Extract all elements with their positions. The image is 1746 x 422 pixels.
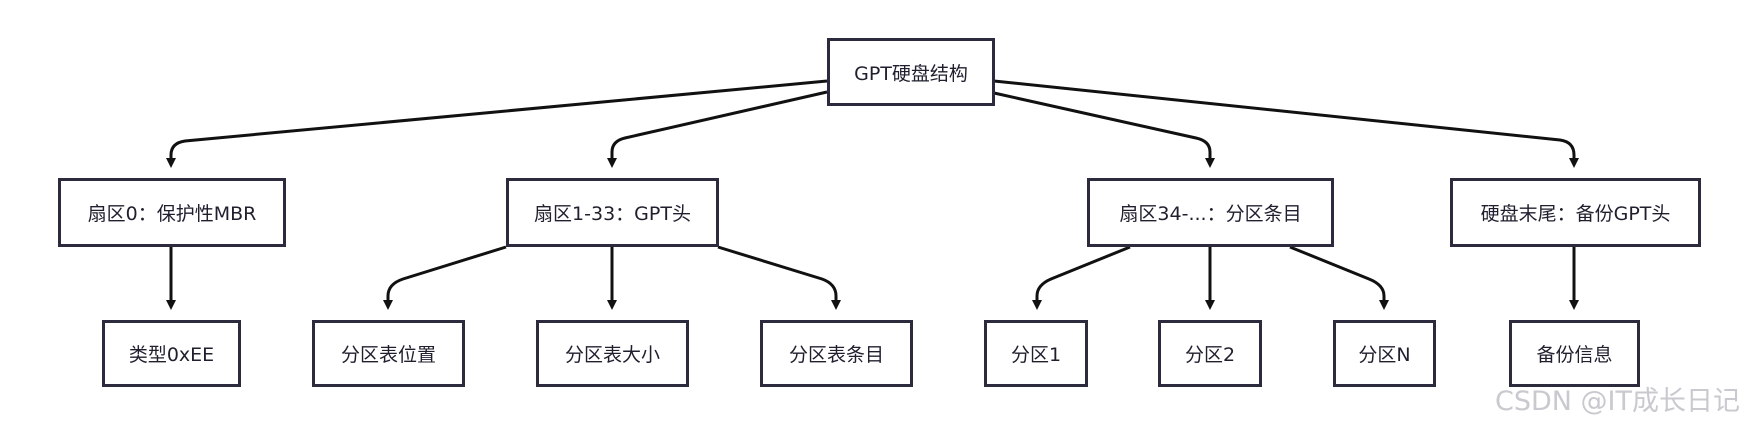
- node-sector0-protective-mbr: 扇区0：保护性MBR: [58, 178, 286, 247]
- node-type-0xee: 类型0xEE: [102, 320, 241, 387]
- edge-root-to-sector0: [166, 79, 828, 168]
- edge-sector1-33-to-table-location: [383, 245, 507, 310]
- node-partition-n: 分区N: [1333, 320, 1436, 387]
- edge-root-to-sector1-33: [607, 90, 828, 168]
- edge-sector34-to-partition1: [1032, 245, 1131, 310]
- root-node: GPT硬盘结构: [827, 38, 995, 106]
- node-partition-table-size: 分区表大小: [536, 320, 689, 387]
- node-sector34-partition-entries: 扇区34-...：分区条目: [1087, 178, 1334, 247]
- node-partition-2: 分区2: [1158, 320, 1262, 387]
- edge-sector1-33-to-table-entries: [717, 245, 841, 310]
- node-partition-1: 分区1: [984, 320, 1088, 387]
- edge-sector34-to-partitionN: [1289, 245, 1389, 310]
- edge-root-to-disk-end: [993, 79, 1579, 168]
- node-disk-end-backup-gpt-header: 硬盘末尾：备份GPT头: [1450, 178, 1701, 247]
- node-partition-table-entries: 分区表条目: [760, 320, 913, 387]
- edge-root-to-sector34: [993, 91, 1215, 168]
- watermark: CSDN @IT成长日记: [1494, 386, 1740, 417]
- node-sector1-33-gpt-header: 扇区1-33：GPT头: [506, 178, 719, 247]
- node-partition-table-location: 分区表位置: [312, 320, 465, 387]
- node-backup-info: 备份信息: [1509, 320, 1640, 387]
